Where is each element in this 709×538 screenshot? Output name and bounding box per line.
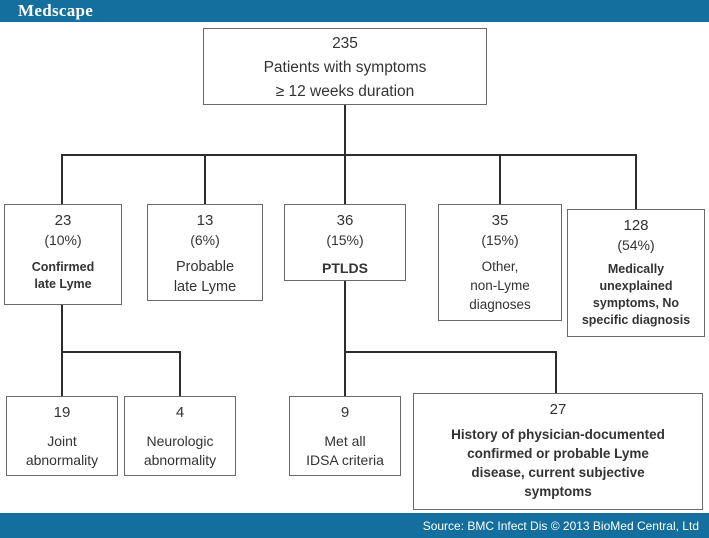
- node-probable-late-lyme: 13 (6%) Probable late Lyme: [147, 204, 263, 301]
- connector-ptlds-stem: [344, 281, 346, 396]
- connector-drop-history: [555, 351, 557, 393]
- connector-drop-ptlds: [344, 154, 346, 204]
- node-label: Met all IDSA criteria: [306, 433, 384, 468]
- connector-confirmed-stem: [61, 305, 63, 396]
- connector-root-stem: [344, 105, 346, 155]
- node-percent: (15%): [481, 232, 519, 248]
- node-root-count: 235: [332, 35, 358, 52]
- connector-drop-neurologic: [179, 351, 181, 396]
- node-label: PTLDS: [322, 260, 368, 276]
- node-count: 35: [491, 212, 509, 229]
- node-other-non-lyme: 35 (15%) Other, non-Lyme diagnoses: [438, 204, 562, 321]
- node-count: 9: [340, 404, 350, 421]
- source-credit: Source: BMC Infect Dis © 2013 BioMed Cen…: [422, 518, 699, 533]
- node-label: Neurologic abnormality: [143, 433, 217, 468]
- node-label: Other, non-Lyme diagnoses: [469, 259, 531, 312]
- node-label: Medically unexplained symptoms, No speci…: [581, 262, 691, 327]
- node-met-idsa-criteria: 9 Met all IDSA criteria: [289, 396, 401, 476]
- node-ptlds: 36 (15%) PTLDS: [284, 204, 406, 281]
- connector-confirmed-rail: [61, 351, 181, 353]
- node-count: 128: [623, 217, 649, 234]
- node-percent: (54%): [617, 237, 655, 253]
- connector-drop-other: [499, 154, 501, 204]
- connector-drop-probable: [204, 154, 206, 204]
- node-label: Probable late Lyme: [173, 259, 237, 295]
- node-count: 13: [196, 212, 214, 229]
- node-count: 27: [549, 401, 567, 418]
- node-label: Confirmed late Lyme: [31, 260, 95, 291]
- medscape-logo: Medscape: [18, 1, 94, 20]
- node-count: 19: [53, 404, 71, 421]
- node-count: 4: [175, 404, 185, 421]
- footer-bar: Source: BMC Infect Dis © 2013 BioMed Cen…: [0, 513, 709, 538]
- header-bar: Medscape: [0, 0, 709, 22]
- node-count: 23: [54, 212, 72, 229]
- connector-level2-rail: [61, 154, 637, 156]
- node-root: 235 Patients with symptoms ≥ 12 weeks du…: [203, 28, 487, 105]
- node-count: 36: [336, 212, 354, 229]
- node-medically-unexplained: 128 (54%) Medically unexplained symptoms…: [567, 209, 705, 337]
- node-confirmed-late-lyme: 23 (10%) Confirmed late Lyme: [4, 204, 122, 305]
- node-percent: (6%): [190, 232, 220, 248]
- node-label: Joint abnormality: [25, 433, 99, 468]
- node-percent: (10%): [44, 232, 82, 248]
- node-neurologic-abnormality: 4 Neurologic abnormality: [124, 396, 236, 476]
- node-root-label: Patients with symptoms ≥ 12 weeks durati…: [263, 59, 427, 100]
- node-percent: (15%): [326, 232, 364, 248]
- connector-drop-unexplained: [635, 154, 637, 209]
- connector-ptlds-rail: [344, 351, 557, 353]
- connector-drop-confirmed: [61, 154, 63, 204]
- node-label: History of physician-documented confirme…: [451, 427, 665, 499]
- node-joint-abnormality: 19 Joint abnormality: [6, 396, 118, 476]
- node-history-documented-lyme: 27 History of physician-documented confi…: [413, 393, 703, 510]
